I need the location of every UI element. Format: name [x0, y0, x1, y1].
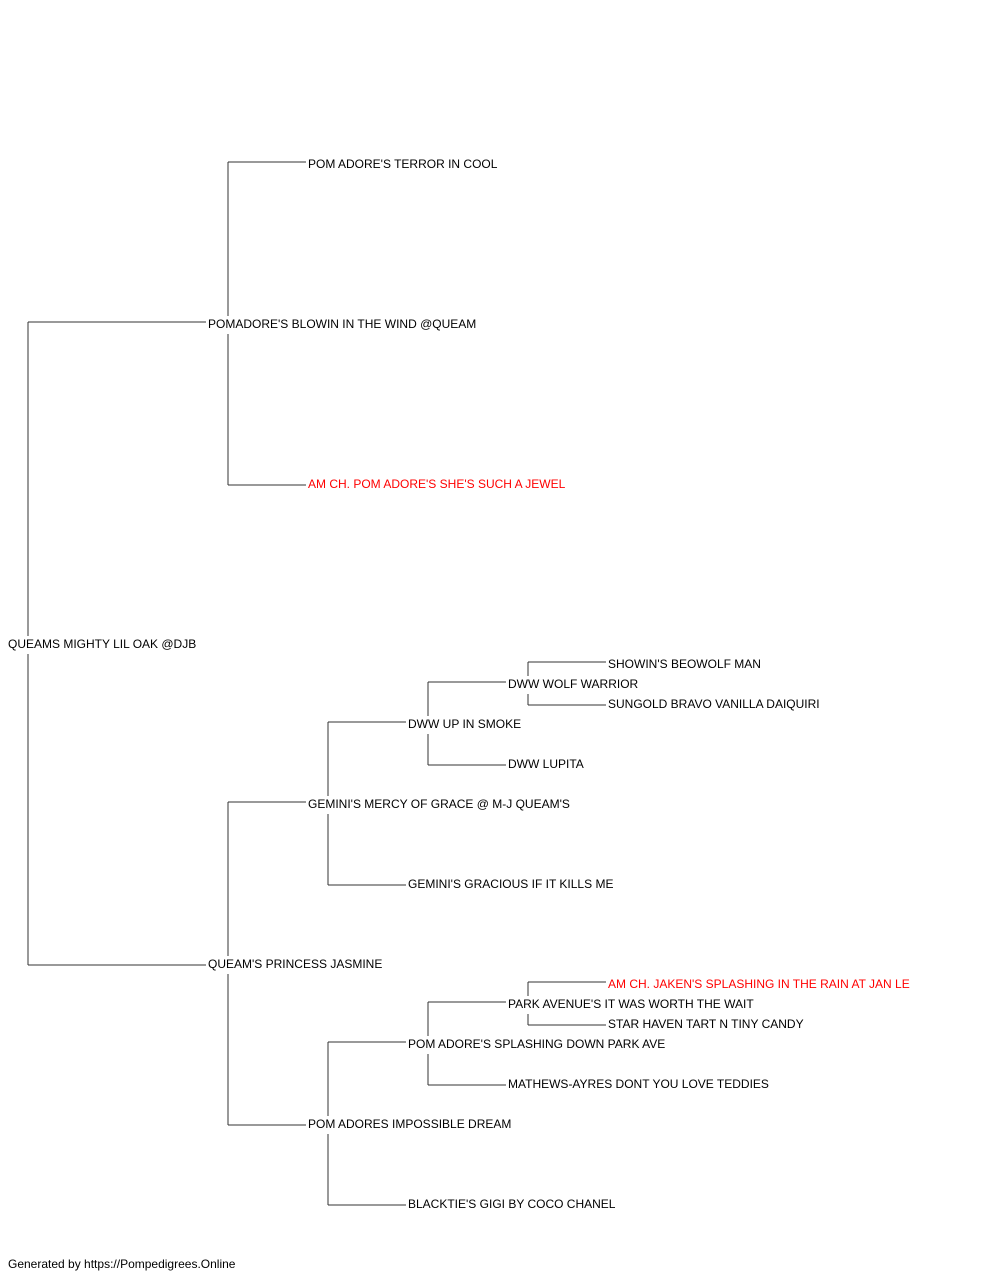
dog-label-dam-sire-dam: GEMINI'S GRACIOUS IF IT KILLS ME [408, 877, 613, 891]
dog-label-dam-dam-sire: POM ADORE'S SPLASHING DOWN PARK AVE [408, 1037, 665, 1051]
dog-label-dam-sire-sire-sire: DWW WOLF WARRIOR [508, 677, 639, 691]
dog-label-subject: QUEAMS MIGHTY LIL OAK @DJB [8, 637, 196, 651]
dog-name-labels: QUEAMS MIGHTY LIL OAK @DJB POMADORE'S BLO… [8, 157, 910, 1211]
dog-label-dam-dam-dam: BLACKTIE'S GIGI BY COCO CHANEL [408, 1197, 616, 1211]
dog-label-dam-dam-sire-dam: MATHEWS-AYRES DONT YOU LOVE TEDDIES [508, 1077, 769, 1091]
dog-label-sire: POMADORE'S BLOWIN IN THE WIND @QUEAM [208, 317, 476, 331]
connector-lines [27, 161, 606, 1206]
dog-label-sire-sire: POM ADORE'S TERROR IN COOL [308, 157, 498, 171]
generated-by-footer: Generated by https://Pompedigrees.Online [8, 1257, 236, 1271]
dog-label-dam-dam-sire-sire-dam: STAR HAVEN TART N TINY CANDY [608, 1017, 804, 1031]
dog-label-dam-dam-sire-sire: PARK AVENUE'S IT WAS WORTH THE WAIT [508, 997, 754, 1011]
dog-label-dam-dam-sire-sire-sire: AM CH. JAKEN'S SPLASHING IN THE RAIN AT … [608, 977, 910, 991]
dog-label-sire-dam: AM CH. POM ADORE'S SHE'S SUCH A JEWEL [308, 477, 566, 491]
dog-label-dam-sire-sire-sire-dam: SUNGOLD BRAVO VANILLA DAIQUIRI [608, 697, 820, 711]
dog-label-dam-sire-sire: DWW UP IN SMOKE [408, 717, 521, 731]
dog-label-dam-sire-sire-dam: DWW LUPITA [508, 757, 584, 771]
dog-label-dam: QUEAM'S PRINCESS JASMINE [208, 957, 382, 971]
dog-label-dam-sire-sire-sire-sire: SHOWIN'S BEOWOLF MAN [608, 657, 761, 671]
dog-label-dam-sire: GEMINI'S MERCY OF GRACE @ M-J QUEAM'S [308, 797, 570, 811]
dog-label-dam-dam: POM ADORES IMPOSSIBLE DREAM [308, 1117, 511, 1131]
